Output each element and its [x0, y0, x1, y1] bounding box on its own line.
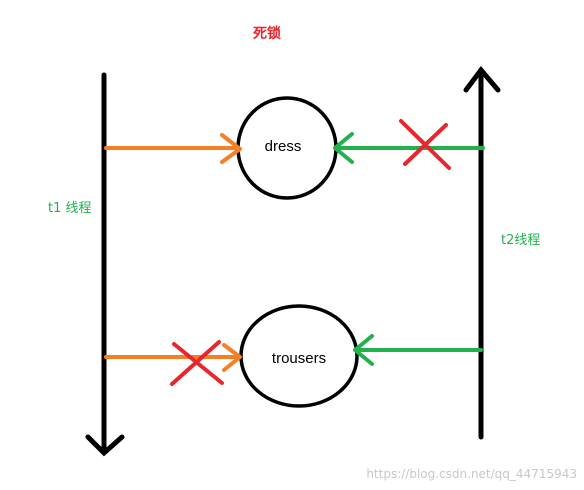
t2-thread-label: t2线程 [501, 233, 540, 248]
t1-timeline [85, 72, 125, 457]
t2-to-trousers-arrow [353, 334, 483, 366]
t1-to-trousers-arrow [104, 343, 242, 372]
t1-arrowhead-down-icon [85, 434, 125, 457]
t2-dress-blocked-cross-icon [399, 119, 451, 170]
resource-trousers: trousers [239, 304, 359, 408]
watermark-text: https://blog.csdn.net/qq_44715943 [366, 467, 577, 481]
t1-thread-label: t1 线程 [48, 201, 92, 216]
resource-dress-label: dress [265, 138, 302, 155]
t2-to-dress-arrow [333, 132, 485, 164]
resource-trousers-label: trousers [272, 350, 326, 367]
resource-dress: dress [236, 96, 338, 200]
t2-timeline [463, 65, 501, 440]
t1-to-dress-arrow [104, 133, 242, 164]
t1-trousers-blocked-cross-icon [170, 340, 224, 386]
diagram-title: 死锁 [252, 25, 281, 42]
t2-arrowhead-up-icon [463, 65, 501, 93]
